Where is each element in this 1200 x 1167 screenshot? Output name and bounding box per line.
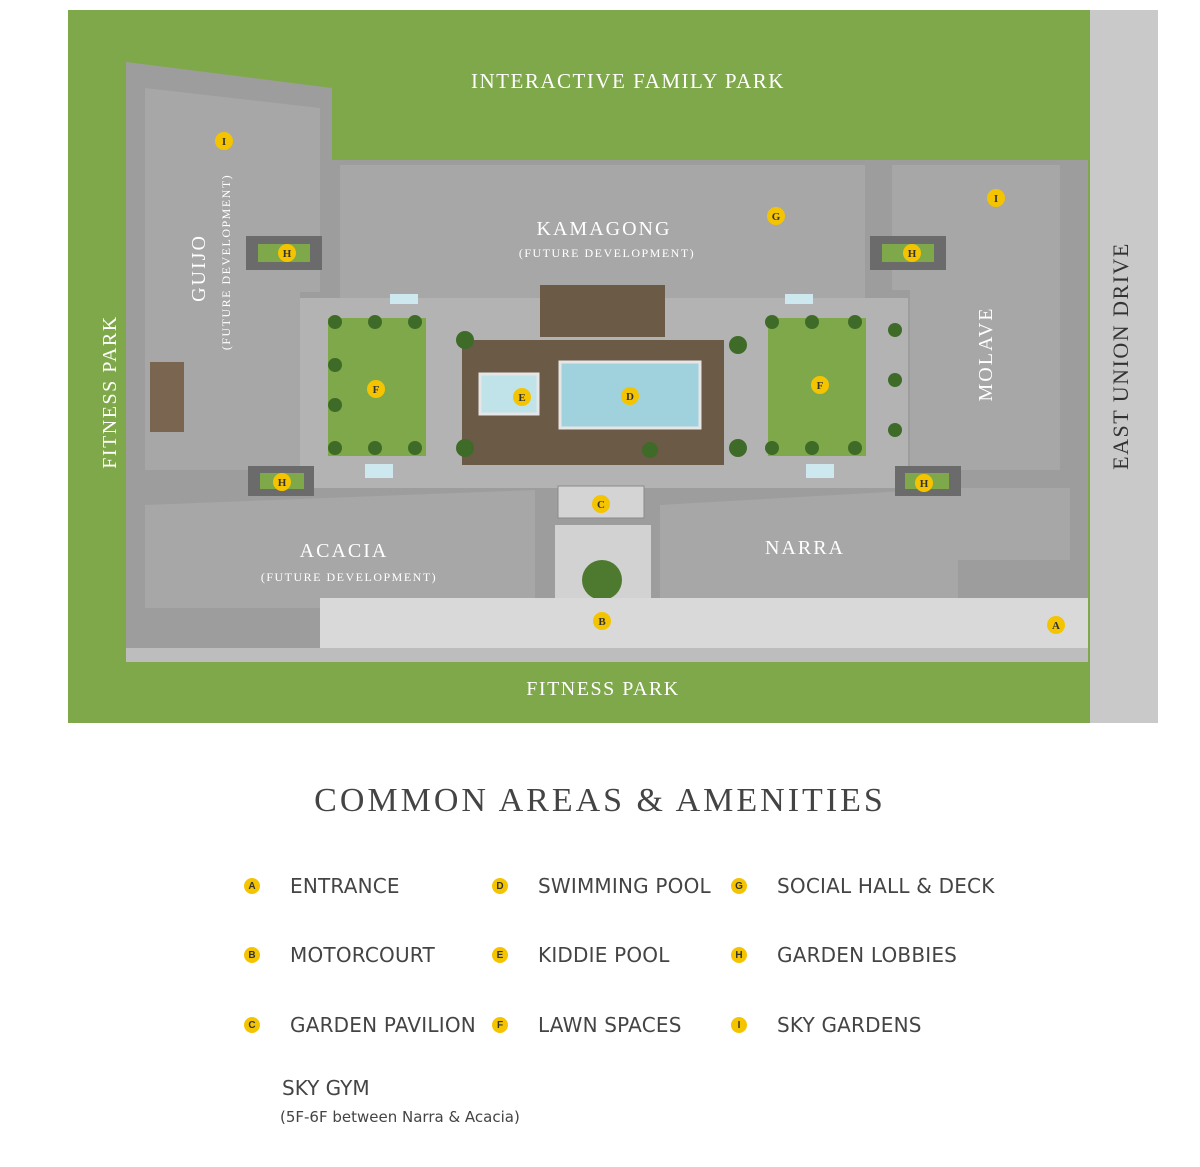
svg-text:B: B — [598, 616, 606, 628]
legend-label: KIDDIE POOL — [538, 943, 670, 967]
svg-text:C: C — [597, 499, 605, 511]
svg-text:H: H — [908, 248, 917, 260]
marker-i-molave: I — [987, 189, 1005, 207]
legend-label: GARDEN LOBBIES — [777, 943, 958, 967]
building-kamagong — [340, 165, 865, 298]
marker-e: E — [513, 388, 531, 406]
legend-label: SOCIAL HALL & DECK — [777, 874, 995, 898]
legend-item-lawn-spaces: F LAWN SPACES — [492, 1010, 682, 1040]
label-kamagong-sub: (FUTURE DEVELOPMENT) — [519, 246, 695, 260]
svg-text:H: H — [278, 477, 287, 489]
legend-badge: B — [244, 947, 260, 963]
sky-gym-label: SKY GYM — [282, 1076, 370, 1100]
svg-text:E: E — [518, 392, 525, 404]
courtyard-trees — [328, 315, 902, 458]
motorcourt-tree — [582, 560, 622, 600]
label-molave: MOLAVE — [975, 307, 997, 402]
marker-d: D — [621, 387, 639, 405]
marker-i-guijo: I — [215, 132, 233, 150]
legend-label: LAWN SPACES — [538, 1013, 682, 1037]
driveway — [320, 598, 1088, 648]
legend-item-sky-gardens: I SKY GARDENS — [731, 1010, 922, 1040]
marker-a: A — [1047, 616, 1065, 634]
legend-item-swimming-pool: D SWIMMING POOL — [492, 871, 711, 901]
guijo-side-deck — [150, 362, 184, 432]
legend-badge: C — [244, 1017, 260, 1033]
svg-text:G: G — [772, 211, 781, 223]
sky-gym-note: (5F-6F between Narra & Acacia) — [280, 1108, 520, 1126]
svg-text:H: H — [920, 478, 929, 490]
legend-badge: A — [244, 878, 260, 894]
legend-badge: D — [492, 878, 508, 894]
building-narra — [660, 488, 1070, 598]
marker-f-right: F — [811, 376, 829, 394]
pool-deck — [540, 285, 665, 337]
label-guijo: GUIJO — [188, 234, 210, 302]
svg-text:A: A — [1052, 620, 1060, 632]
legend-item-garden-pavilion: C GARDEN PAVILION — [244, 1010, 476, 1040]
legend-badge: G — [731, 878, 747, 894]
label-acacia-sub: (FUTURE DEVELOPMENT) — [261, 570, 437, 584]
label-guijo-sub: (FUTURE DEVELOPMENT) — [219, 174, 233, 350]
marker-f-left: F — [367, 380, 385, 398]
bottom-walkway — [126, 648, 1088, 662]
marker-g: G — [767, 207, 785, 225]
marker-h-1: H — [278, 244, 296, 262]
marker-c: C — [592, 495, 610, 513]
marker-b: B — [593, 612, 611, 630]
marker-h-4: H — [915, 474, 933, 492]
legend-label: SKY GARDENS — [777, 1013, 922, 1037]
legend-item-motorcourt: B MOTORCOURT — [244, 940, 435, 970]
svg-text:F: F — [817, 380, 824, 392]
svg-text:I: I — [994, 193, 998, 205]
legend-label: ENTRANCE — [290, 874, 400, 898]
label-narra: NARRA — [765, 537, 845, 559]
legend-badge: H — [731, 947, 747, 963]
legend-label: GARDEN PAVILION — [290, 1013, 476, 1037]
legend-item-social-hall: G SOCIAL HALL & DECK — [731, 871, 995, 901]
svg-text:F: F — [373, 384, 380, 396]
label-fitness-park-left: FITNESS PARK — [99, 315, 121, 468]
legend-item-kiddie-pool: E KIDDIE POOL — [492, 940, 670, 970]
legend-label: MOTORCOURT — [290, 943, 435, 967]
label-east-union-drive: EAST UNION DRIVE — [1108, 242, 1133, 470]
building-acacia — [145, 490, 535, 612]
label-kamagong: KAMAGONG — [537, 218, 672, 240]
east-union-drive-road — [1090, 10, 1158, 723]
legend-badge: F — [492, 1017, 508, 1033]
legend-badge: E — [492, 947, 508, 963]
legend-item-entrance: A ENTRANCE — [244, 871, 400, 901]
svg-text:D: D — [626, 391, 634, 403]
building-guijo — [145, 88, 320, 470]
label-interactive-park: INTERACTIVE FAMILY PARK — [471, 69, 785, 93]
marker-h-3: H — [273, 473, 291, 491]
svg-text:I: I — [222, 136, 226, 148]
legend-title: COMMON AREAS & AMENITIES — [314, 782, 886, 819]
legend-badge: I — [731, 1017, 747, 1033]
marker-h-2: H — [903, 244, 921, 262]
label-fitness-park-bottom: FITNESS PARK — [526, 678, 679, 700]
site-plan-map: INTERACTIVE FAMILY PARK FITNESS PARK FIT… — [68, 10, 1158, 723]
svg-text:H: H — [283, 248, 292, 260]
legend-label: SWIMMING POOL — [538, 874, 711, 898]
label-acacia: ACACIA — [300, 540, 389, 562]
legend-item-garden-lobbies: H GARDEN LOBBIES — [731, 940, 957, 970]
